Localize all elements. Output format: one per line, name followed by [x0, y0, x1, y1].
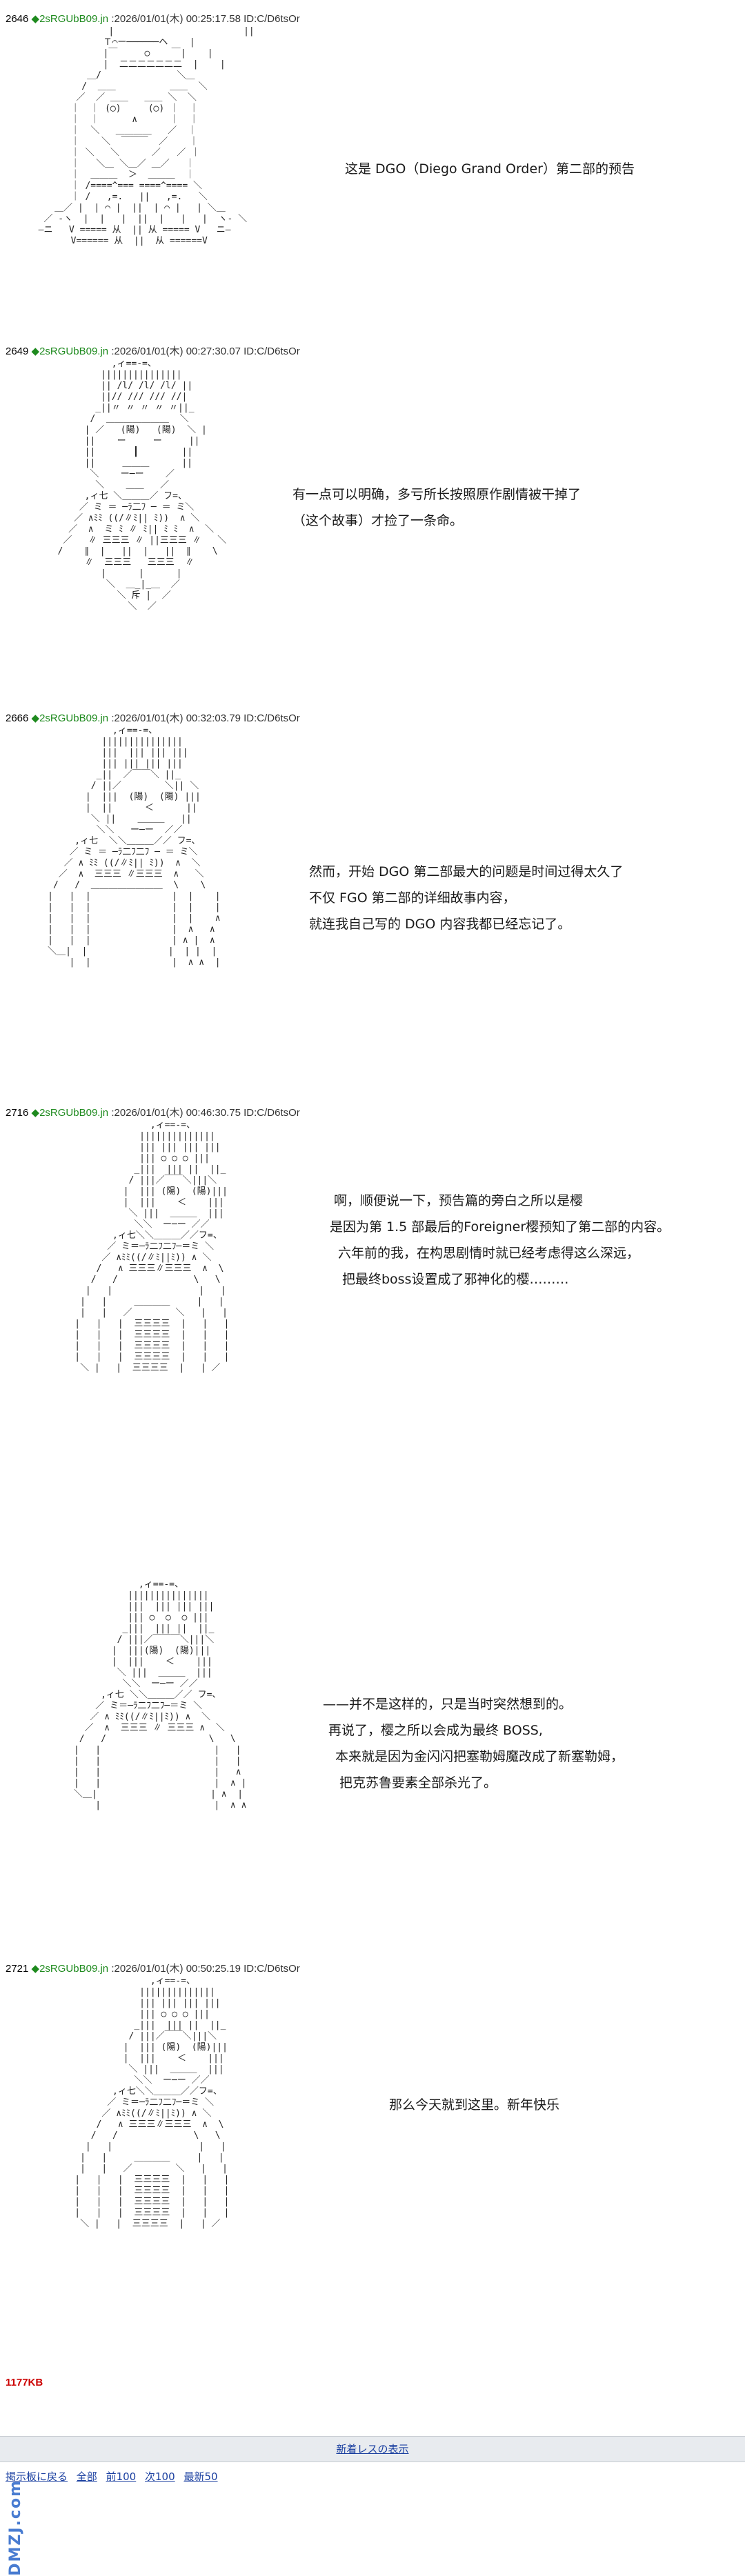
post-trip: ◆2sRGUbB09.jn: [31, 346, 109, 357]
ascii-art-figure: ,ィ==-=、 ||||||||||||||| ||| ||| ||| ||| …: [73, 1579, 247, 1810]
post-caption: 然而，开始 DGO 第二部最大的问题是时间过得太久了 不仅 FGO 第二部的详细…: [309, 859, 623, 937]
caption-line: ——并不是这样的，只是当时突然想到的。: [323, 1697, 573, 1712]
post-number[interactable]: 2721: [6, 1963, 29, 1975]
nav-back-to-board[interactable]: 掲示板に戻る: [6, 2470, 68, 2483]
post-meta: :2026/01/01(木) 00:46:30.75 ID:C/D6tsOr: [111, 1107, 300, 1119]
post-header: 2646 ◆2sRGUbB09.jn :2026/01/01(木) 00:25:…: [6, 11, 300, 26]
ascii-art-figure: ,ィ==-=、 ||||||||||||||| || /l/ /l/ /l/ |…: [57, 359, 227, 612]
post-number[interactable]: 2649: [6, 346, 29, 357]
post-meta: :2026/01/01(木) 00:25:17.58 ID:C/D6tsOr: [111, 13, 300, 25]
post-header: 2649 ◆2sRGUbB09.jn :2026/01/01(木) 00:27:…: [6, 343, 300, 358]
caption-line: 啊，顺便说一下，预告篇的旁白之所以是樱: [334, 1193, 584, 1208]
post-caption: ——并不是这样的，只是当时突然想到的。 再说了，樱之所以会成为最终 BOSS, …: [323, 1691, 624, 1796]
new-res-bar: 新着レスの表示: [0, 2436, 745, 2462]
post-meta: :2026/01/01(木) 00:27:30.07 ID:C/D6tsOr: [111, 346, 300, 357]
post-trip: ◆2sRGUbB09.jn: [31, 1107, 109, 1119]
post-caption: 这是 DGO（Diego Grand Order）第二部的预告: [345, 156, 635, 182]
caption-line: 那么今天就到这里。新年快乐: [389, 2097, 560, 2113]
ascii-art-figure: ,ィ==-=、 |||||||||||||| ||| ||| ||| ||| |…: [74, 1976, 230, 2229]
nav-latest-50[interactable]: 最新50: [183, 2470, 218, 2483]
post-caption: 有一点可以明确，多亏所长按照原作剧情被干掉了 （这个故事）才捡了一条命。: [292, 481, 581, 534]
ascii-art-figure: ,ィ==-=、 |||||||||||||| ||| ||| ||| ||| |…: [74, 1120, 230, 1373]
post-header: 2716 ◆2sRGUbB09.jn :2026/01/01(木) 00:46:…: [6, 1105, 300, 1119]
post-number[interactable]: 2646: [6, 13, 29, 25]
caption-line: 不仅 FGO 第二部的详细故事内容，: [309, 890, 516, 906]
caption-line: 这是 DGO（Diego Grand Order）第二部的预告: [345, 161, 635, 177]
file-size: 1177KB: [6, 2377, 43, 2388]
nav-next-100[interactable]: 次100: [145, 2470, 175, 2483]
caption-line: 六年前的我，在构思剧情时就已经考虑得这么深远，: [338, 1246, 640, 1261]
post-caption: 啊，顺便说一下，预告篇的旁白之所以是樱 是因为第 1.5 部最后的Foreign…: [330, 1188, 670, 1292]
caption-line: 再说了，樱之所以会成为最终 BOSS,: [328, 1723, 543, 1738]
caption-line: 就连我自己写的 DGO 内容我都已经忘记了。: [309, 917, 571, 932]
post-trip: ◆2sRGUbB09.jn: [31, 13, 109, 25]
ascii-art-figure: | || Ｔ⌒ー──────ヘ | |￣ ○ ￣| | | 二二二二二二二 | …: [38, 26, 255, 246]
post-trip: ◆2sRGUbB09.jn: [31, 712, 109, 724]
post-header: 2666 ◆2sRGUbB09.jn :2026/01/01(木) 00:32:…: [6, 710, 300, 725]
new-res-link[interactable]: 新着レスの表示: [336, 2443, 409, 2455]
caption-line: 是因为第 1.5 部最后的Foreigner樱预知了第二部的内容。: [330, 1219, 670, 1235]
post-number[interactable]: 2716: [6, 1107, 29, 1119]
nav-all[interactable]: 全部: [76, 2470, 97, 2483]
post-meta: :2026/01/01(木) 00:50:25.19 ID:C/D6tsOr: [111, 1963, 300, 1975]
caption-line: 有一点可以明确，多亏所长按照原作剧情被干掉了: [292, 487, 582, 502]
nav-prev-100[interactable]: 前100: [106, 2470, 137, 2483]
caption-line: 然而，开始 DGO 第二部最大的问题是时间过得太久了: [309, 864, 624, 879]
caption-line: 本来就是因为金闪闪把塞勒姆魔改成了新塞勒姆，: [335, 1749, 624, 1764]
ascii-art-figure: ,ィ==-=、 ||||||||||||||| ||| ||| ||| ||| …: [48, 726, 221, 968]
post-trip: ◆2sRGUbB09.jn: [31, 1963, 109, 1975]
caption-line: 把克苏鲁要素全部杀光了。: [339, 1775, 497, 1790]
thread-nav: 掲示板に戻る 全部 前100 次100 最新50: [6, 2469, 223, 2484]
post-number[interactable]: 2666: [6, 712, 29, 724]
post-caption: 那么今天就到这里。新年快乐: [389, 2092, 559, 2118]
caption-line: 把最终boss设置成了邪神化的樱………: [342, 1272, 569, 1287]
caption-line: （这个故事）才捡了一条命。: [292, 513, 464, 528]
post-header: 2721 ◆2sRGUbB09.jn :2026/01/01(木) 00:50:…: [6, 1961, 300, 1975]
watermark-logo: DMZJ.com: [7, 2479, 24, 2576]
post-meta: :2026/01/01(木) 00:32:03.79 ID:C/D6tsOr: [111, 712, 300, 724]
